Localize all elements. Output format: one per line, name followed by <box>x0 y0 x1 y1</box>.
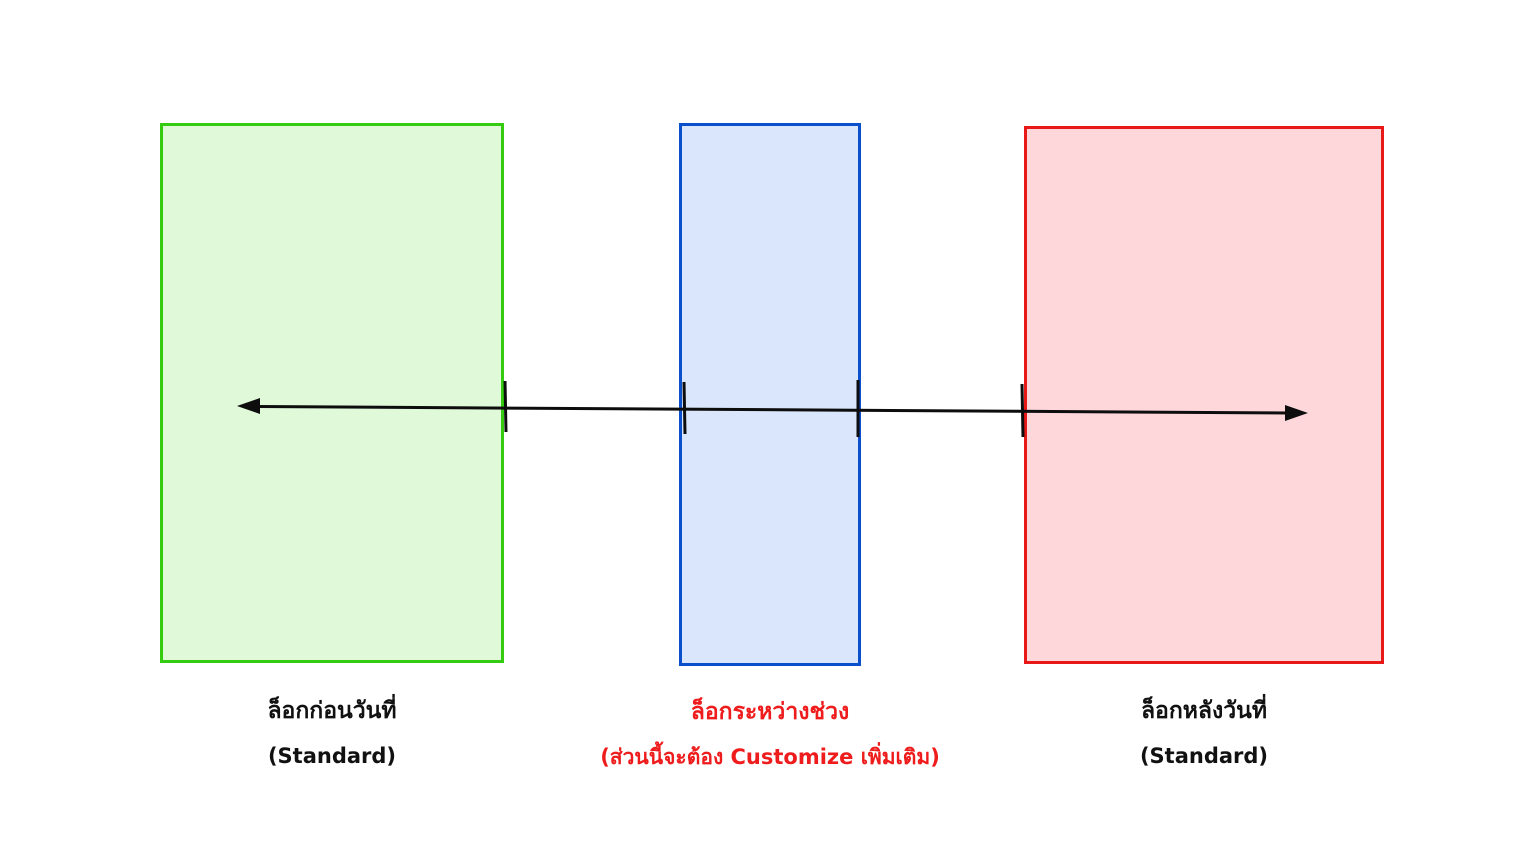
timeline-axis <box>257 405 1289 415</box>
lock-before-caption: ล็อกก่อนวันที่ (Standard) <box>160 696 504 770</box>
lock-before-zone <box>160 123 504 663</box>
lock-after-zone <box>1024 126 1384 664</box>
arrow-right-icon <box>1285 405 1308 421</box>
lock-between-zone <box>679 123 861 666</box>
lock-before-subtitle: (Standard) <box>267 744 397 768</box>
lock-after-title: ล็อกหลังวันที่ <box>1140 698 1268 724</box>
lock-between-subtitle: (ส่วนนี้จะต้อง Customize เพิ่มเติม) <box>600 745 940 769</box>
tick-before-end <box>503 380 508 433</box>
lock-before-title: ล็อกก่อนวันที่ <box>267 698 397 724</box>
tick-between-start <box>682 381 687 435</box>
arrow-left-icon <box>237 398 260 414</box>
tick-after-start <box>1020 383 1025 438</box>
lock-between-caption: ล็อกระหว่างช่วง (ส่วนนี้จะต้อง Customize… <box>520 697 1020 771</box>
lock-between-title: ล็อกระหว่างช่วง <box>690 699 850 725</box>
lock-after-caption: ล็อกหลังวันที่ (Standard) <box>1024 696 1384 770</box>
lock-after-subtitle: (Standard) <box>1139 744 1269 768</box>
